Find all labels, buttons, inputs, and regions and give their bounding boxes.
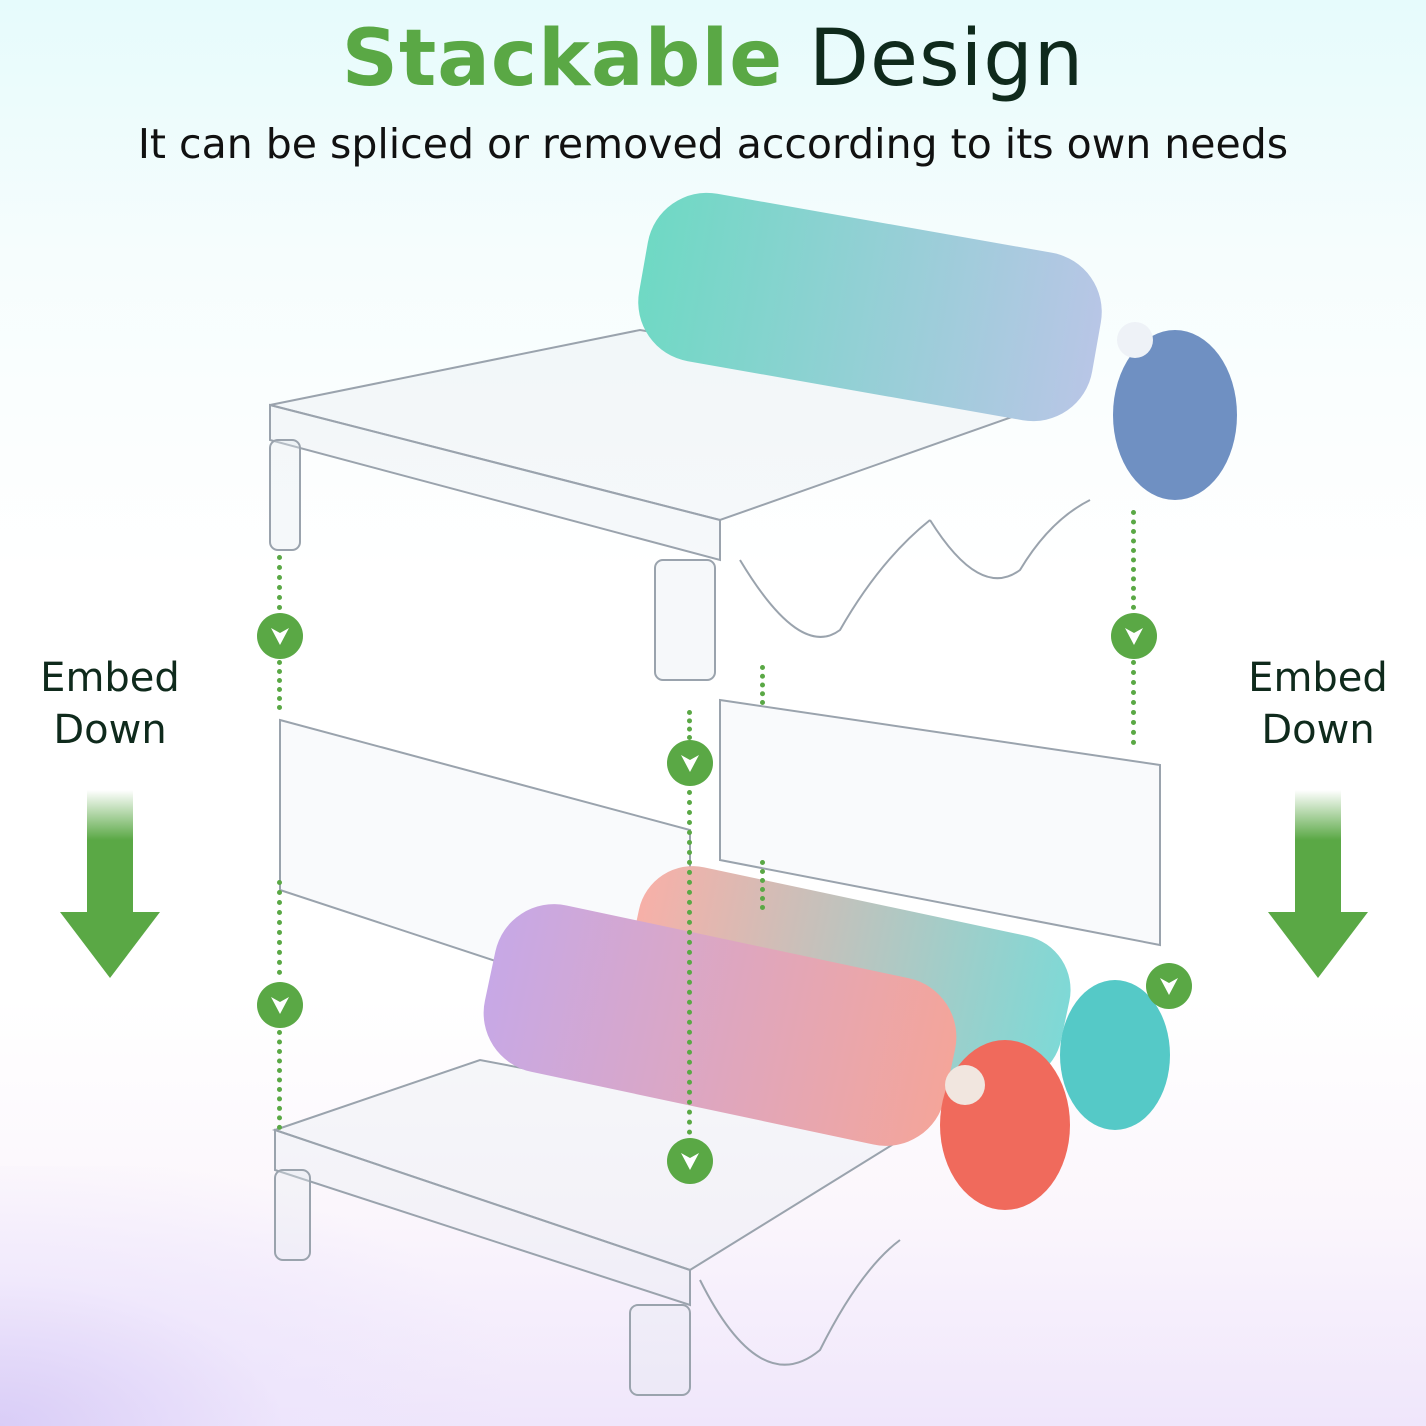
chevron-down-circle-icon <box>1146 963 1192 1009</box>
dotted-guide <box>277 1030 288 1130</box>
dotted-guide <box>277 880 288 975</box>
subtitle: It can be spliced or removed according t… <box>137 120 1289 168</box>
chevron-down-circle-icon <box>257 613 303 659</box>
dotted-guide <box>760 860 771 910</box>
bottle-teal <box>638 192 1237 500</box>
chevron-down-circle-icon <box>1111 613 1157 659</box>
chevron-down-circle-icon <box>667 740 713 786</box>
chevron-down-circle-icon <box>257 982 303 1028</box>
dotted-guide <box>277 660 288 710</box>
right-label-line2: Down <box>1261 707 1375 753</box>
dotted-guide <box>277 555 288 610</box>
left-embed-label: Embed Down <box>20 652 200 756</box>
chevron-down-circle-icon <box>667 1138 713 1184</box>
dotted-guide <box>1131 510 1142 610</box>
down-arrow-icon <box>60 790 160 978</box>
title-highlight: Stackable <box>341 14 784 104</box>
page-title: Stackable Design <box>0 14 1426 104</box>
left-label-line1: Embed <box>40 655 180 701</box>
background-gradient <box>0 1166 500 1426</box>
dotted-guide <box>1131 660 1142 745</box>
dotted-guide <box>687 710 698 740</box>
left-label-line2: Down <box>53 707 167 753</box>
right-label-line1: Embed <box>1248 655 1388 701</box>
right-embed-label: Embed Down <box>1228 652 1408 756</box>
dotted-guide <box>687 790 698 1135</box>
down-arrow-icon <box>1268 790 1368 978</box>
dotted-guide <box>760 665 771 705</box>
title-rest: Design <box>808 14 1085 104</box>
bottle-purple-coral <box>483 904 1070 1210</box>
